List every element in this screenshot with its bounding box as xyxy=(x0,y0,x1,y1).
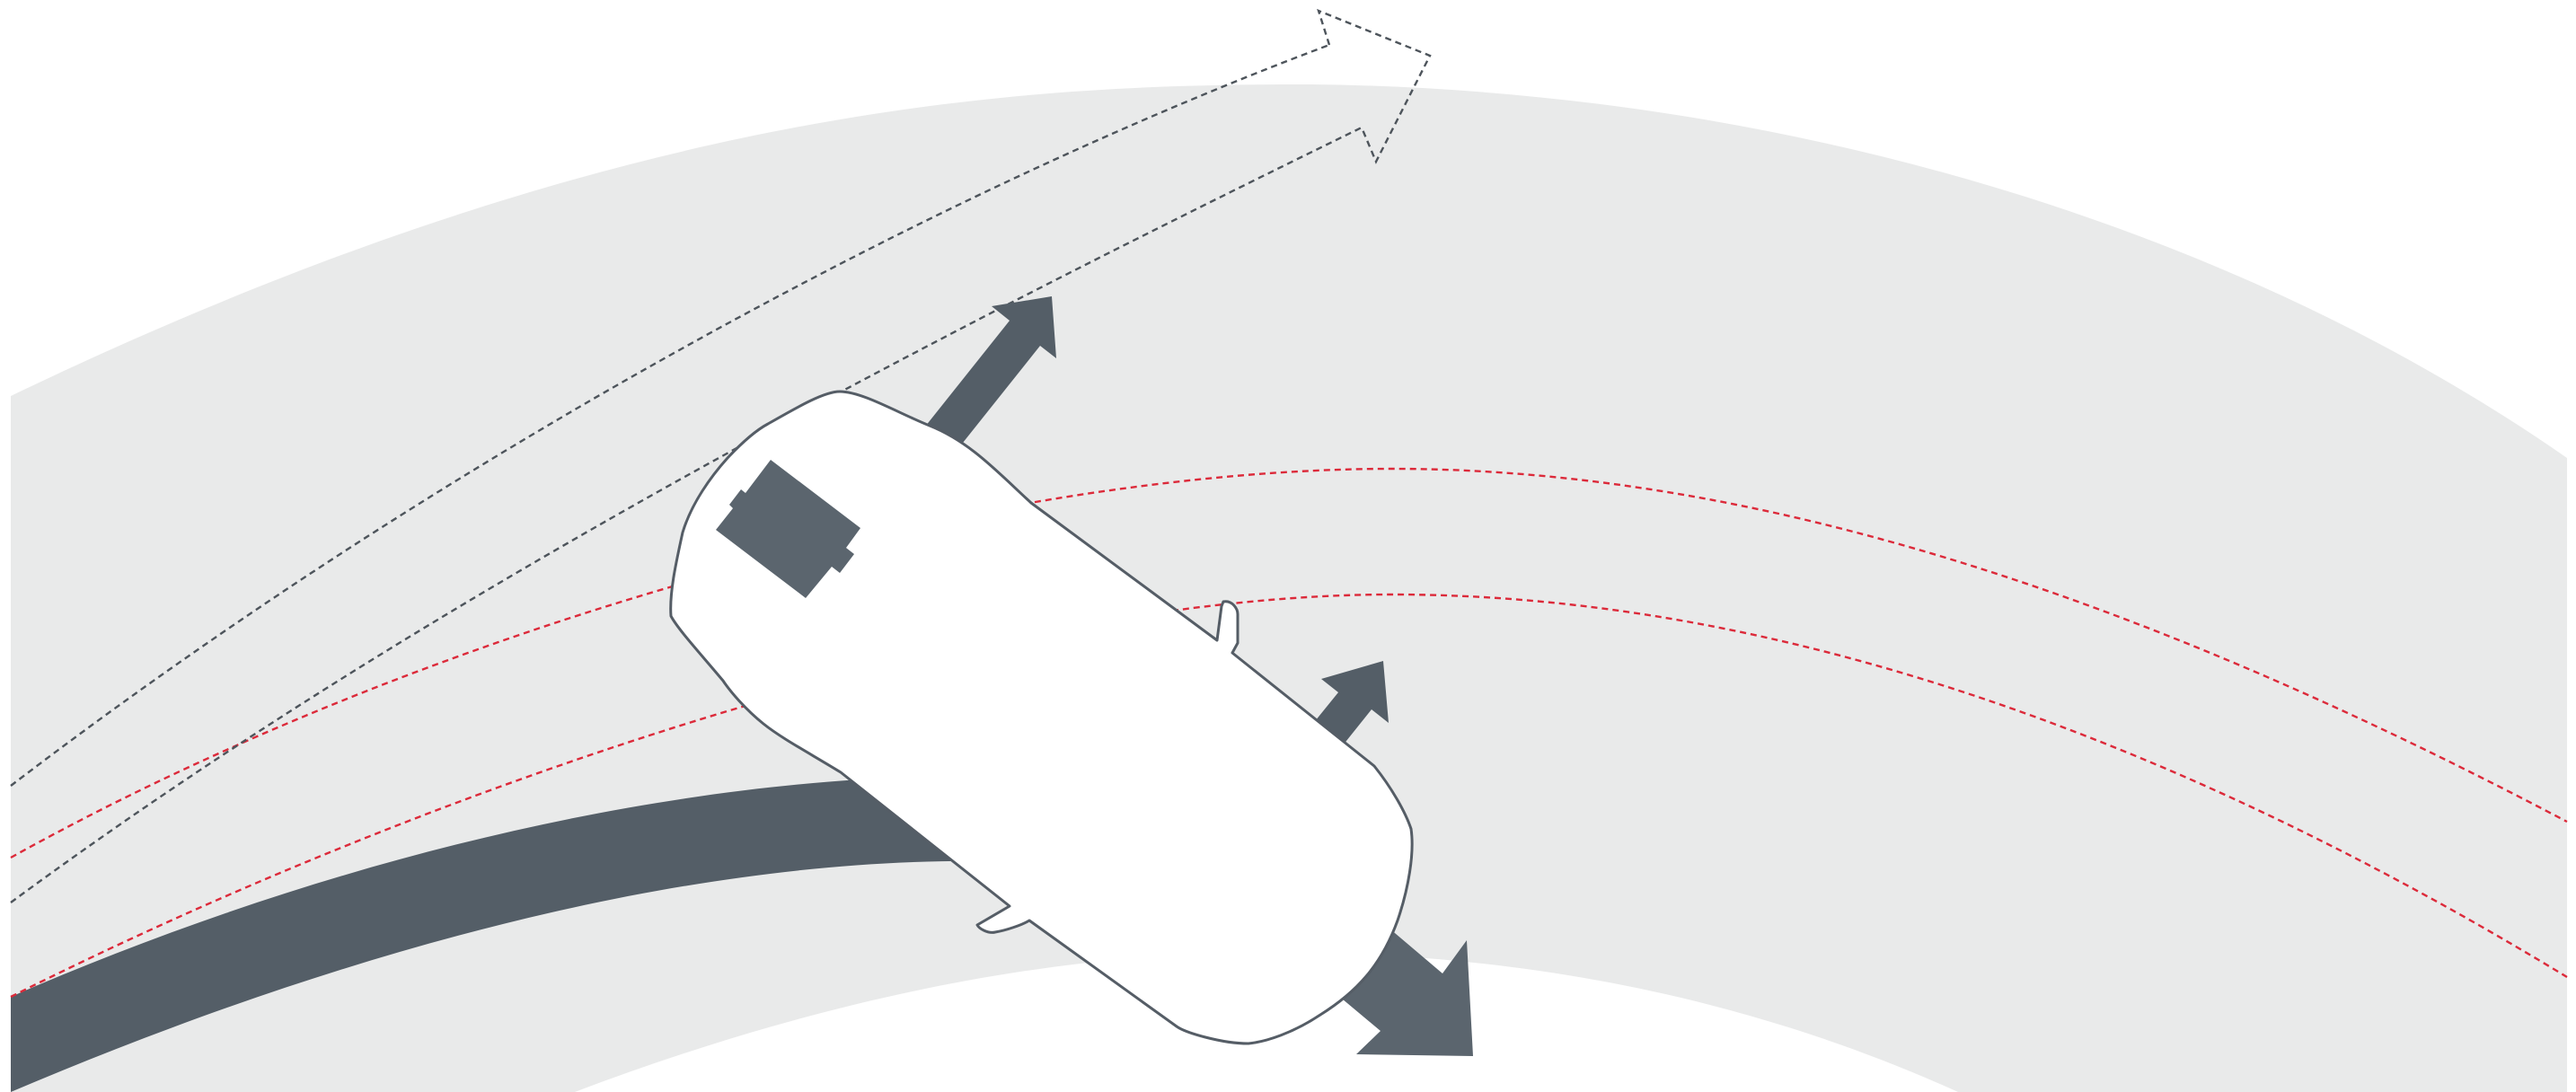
intended-path-outer xyxy=(10,467,2568,859)
path-arrowhead-icon xyxy=(1317,8,1432,164)
skid-path-inner xyxy=(10,126,1363,903)
tire-track xyxy=(11,776,1060,1092)
side-force-arrow-icon xyxy=(1311,661,1389,745)
car-body xyxy=(669,390,1414,1045)
intended-path-inner xyxy=(10,593,2568,999)
steering-wheel-icon xyxy=(716,460,860,598)
front-force-arrow-icon xyxy=(925,296,1056,447)
car-top-view-icon xyxy=(669,390,1414,1045)
skid-path-outer xyxy=(10,43,1330,787)
